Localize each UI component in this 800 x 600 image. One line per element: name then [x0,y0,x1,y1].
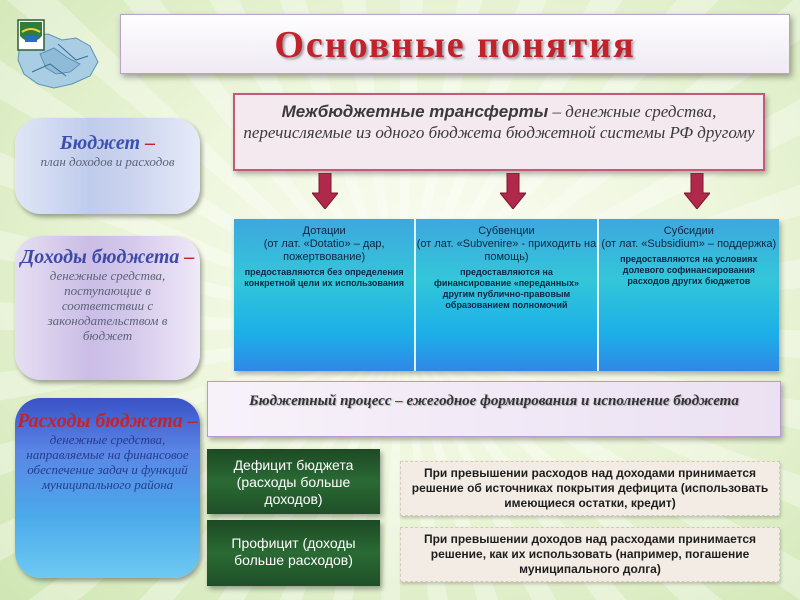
process-definition: ежегодное формирования и исполнение бюдж… [406,393,739,409]
budget-term: Бюджет [59,132,141,154]
transfer-type-dotations: Дотации (от лат. «Dotatio» – дар, пожерт… [234,219,417,371]
type-title: Субвенции [478,225,535,237]
type-description: предоставляются на финансирование «перед… [434,267,579,310]
income-definition: денежные средства, поступающие в соответ… [47,268,168,343]
process-term: Бюджетный процесс [249,393,392,409]
deficit-note: При превышении расходов над доходами при… [400,461,780,516]
type-origin: (от лат. «Subvenire» - приходить на помо… [416,238,597,263]
title-banner: Основные понятия [120,14,790,74]
income-term: Доходы бюджета [20,246,180,268]
type-title: Дотации [302,225,346,237]
transfers-definition-box: Межбюджетные трансферты – денежные средс… [233,93,765,171]
expenses-dash: – [182,410,198,432]
transfer-type-subventions: Субвенции (от лат. «Subvenire» - приходи… [416,219,599,371]
expenses-term: Расходы бюджета [17,410,183,432]
arrow-down-icon [310,172,340,210]
deficit-box: Дефицит бюджета (расходы больше доходов) [207,449,380,514]
income-definition-card: Доходы бюджета – денежные средства, пост… [15,236,200,380]
arrow-down-icon [498,172,528,210]
income-dash: – [179,246,195,268]
type-description: предоставляются на условиях долевого соф… [620,254,758,286]
transfers-term: Межбюджетные трансферты [281,102,549,121]
transfer-types-table: Дотации (от лат. «Dotatio» – дар, пожерт… [234,219,779,371]
type-origin: (от лат. «Subsidium» – поддержка) [601,238,777,250]
type-description: предоставляются без определения конкретн… [244,267,405,288]
region-emblem-map-logo [10,14,102,96]
arrow-down-icon [682,172,712,210]
budget-definition-card: Бюджет – план доходов и расходов [15,118,200,214]
budget-definition: план доходов и расходов [40,154,175,169]
transfer-type-subsidies: Субсидии (от лат. «Subsidium» – поддержк… [598,219,779,371]
type-title: Субсидии [663,225,714,237]
surplus-note: При превышении доходов над расходами при… [400,527,780,582]
budget-dash: – [140,132,156,154]
surplus-box: Профицит (доходы больше расходов) [207,520,380,586]
type-origin: (от лат. «Dotatio» – дар, пожертвование) [263,238,385,263]
budget-process-box: Бюджетный процесс – ежегодное формирован… [207,381,781,437]
transfers-definition: – денежные средства, перечисляемые из од… [243,102,755,142]
page-title: Основные понятия [274,24,636,66]
process-dash: – [391,393,407,409]
expenses-definition: денежные средства, направляемые на финан… [26,432,189,492]
expenses-definition-card: Расходы бюджета – денежные средства, нап… [15,398,200,578]
